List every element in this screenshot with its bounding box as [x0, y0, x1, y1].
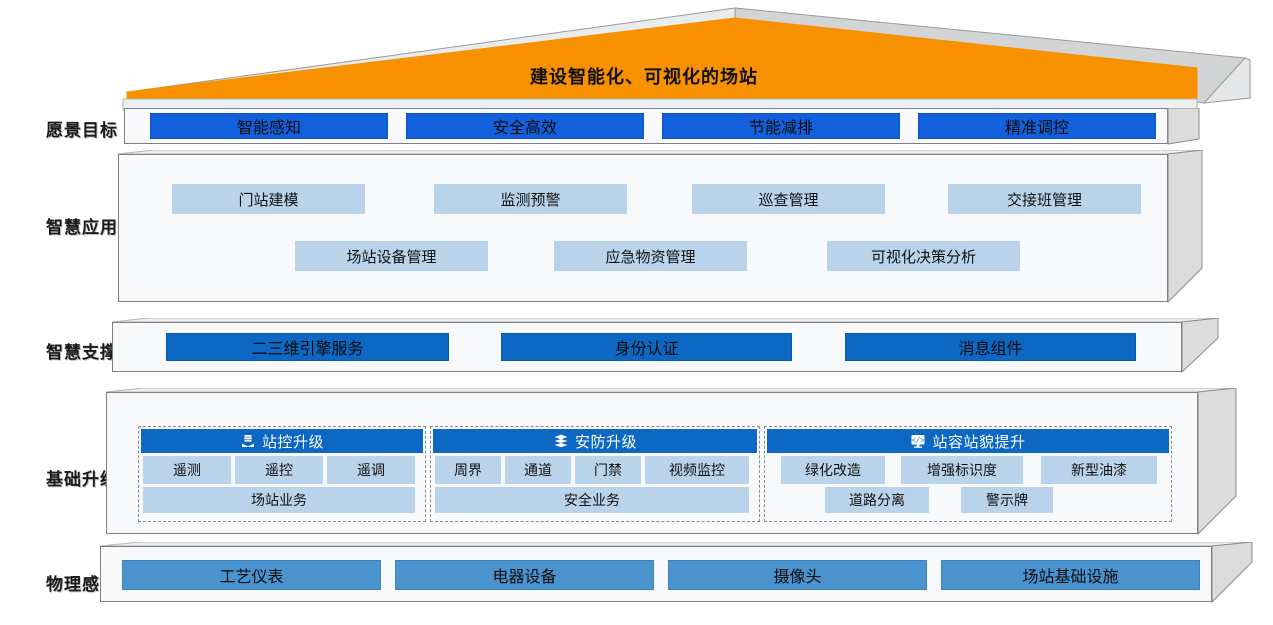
database-stack-icon [240, 433, 256, 449]
layer-label-application: 智慧应用 [46, 218, 118, 237]
slab-application-face [118, 154, 1168, 302]
app-item-r1-3[interactable]: 交接班管理 [948, 184, 1141, 214]
layer-label-support: 智慧支撑 [46, 343, 118, 362]
chip-appearance-footer-1[interactable]: 警示牌 [961, 487, 1053, 513]
chip-security-3[interactable]: 视频监控 [645, 456, 749, 484]
app-item-r2-2[interactable]: 可视化决策分析 [827, 241, 1020, 271]
chip-station-control-2[interactable]: 遥调 [327, 456, 415, 484]
slab-application-3d [118, 150, 1203, 304]
support-item-2[interactable]: 消息组件 [845, 333, 1136, 361]
chip-appearance-1[interactable]: 增强标识度 [901, 456, 1023, 484]
app-item-r1-1[interactable]: 监测预警 [434, 184, 627, 214]
group-header-appearance: </> 站容站貌提升 [767, 429, 1169, 453]
group-station-control[interactable]: 站控升级 遥测 遥控 遥调 场站业务 [138, 426, 426, 522]
layer-label-vision: 愿景目标 [46, 121, 118, 140]
vision-item-3[interactable]: 精准调控 [918, 113, 1156, 139]
chip-station-control-1[interactable]: 遥控 [235, 456, 323, 484]
chip-security-2[interactable]: 门禁 [575, 456, 641, 484]
chip-station-control-0[interactable]: 遥测 [143, 456, 231, 484]
slab-support-side [1181, 318, 1219, 374]
group-title-security: 安防升级 [574, 433, 637, 451]
roof-right-edge [1202, 57, 1251, 104]
slab-vision: 智能感知 安全高效 节能减排 精准调控 [124, 108, 1244, 148]
vision-item-2[interactable]: 节能减排 [662, 113, 900, 139]
app-item-r1-2[interactable]: 巡查管理 [692, 184, 885, 214]
roof-title: 建设智能化、可视化的场站 [530, 67, 758, 87]
app-item-r1-0[interactable]: 门站建模 [172, 184, 365, 214]
slab-support: 二三维引擎服务 身份认证 消息组件 [112, 318, 1272, 380]
chip-appearance-footer-0[interactable]: 道路分离 [825, 487, 929, 513]
chip-appearance-2[interactable]: 新型油漆 [1041, 456, 1157, 484]
layer-label-physical: 物理感知 [46, 575, 118, 594]
chip-security-1[interactable]: 通道 [505, 456, 571, 484]
chip-appearance-0[interactable]: 绿化改造 [781, 456, 885, 484]
chip-security-footer-0[interactable]: 安全业务 [435, 487, 749, 513]
layer-label-infrastructure: 基础升级 [46, 470, 118, 489]
roof-shape [122, 7, 1251, 111]
slab-vision-side [1167, 108, 1200, 145]
app-item-r2-0[interactable]: 场站设备管理 [295, 241, 488, 271]
group-header-station-control: 站控升级 [141, 429, 423, 453]
group-title-appearance: 站容站貌提升 [932, 433, 1026, 451]
slab-vision-3d [1167, 108, 1200, 145]
slab-application: 门站建模 监测预警 巡查管理 交接班管理 场站设备管理 应急物资管理 可视化决策… [118, 150, 1258, 310]
physical-item-0[interactable]: 工艺仪表 [122, 560, 381, 590]
group-security[interactable]: 安防升级 周界 通道 门禁 视频监控 安全业务 [430, 426, 760, 522]
slab-infrastructure-side [1197, 388, 1237, 536]
code-monitor-icon: </> [910, 433, 926, 449]
support-item-0[interactable]: 二三维引擎服务 [166, 333, 449, 361]
group-title-station-control: 站控升级 [261, 433, 324, 451]
slab-physical-side [1211, 542, 1253, 604]
support-item-1[interactable]: 身份认证 [501, 333, 792, 361]
chip-security-0[interactable]: 周界 [435, 456, 501, 484]
svg-text:</>: </> [912, 437, 925, 445]
vision-item-1[interactable]: 安全高效 [406, 113, 644, 139]
layers-stack-icon [553, 433, 569, 449]
slab-application-side [1167, 150, 1203, 304]
slab-physical: 工艺仪表 电器设备 摄像头 场站基础设施 [100, 542, 1273, 608]
physical-item-3[interactable]: 场站基础设施 [941, 560, 1200, 590]
chip-station-control-footer-0[interactable]: 场站业务 [143, 487, 415, 513]
group-appearance[interactable]: </> 站容站貌提升 绿化改造 增强标识度 新型油漆 道路分离 警示牌 [764, 426, 1172, 522]
roof: 建设智能化、可视化的场站 [0, 0, 1273, 111]
group-header-security: 安防升级 [433, 429, 757, 453]
physical-item-2[interactable]: 摄像头 [668, 560, 927, 590]
physical-item-1[interactable]: 电器设备 [395, 560, 654, 590]
app-item-r2-1[interactable]: 应急物资管理 [554, 241, 747, 271]
vision-item-0[interactable]: 智能感知 [150, 113, 388, 139]
slab-infrastructure: 站控升级 遥测 遥控 遥调 场站业务 安防升级 周界 通道 门禁 [106, 388, 1273, 550]
